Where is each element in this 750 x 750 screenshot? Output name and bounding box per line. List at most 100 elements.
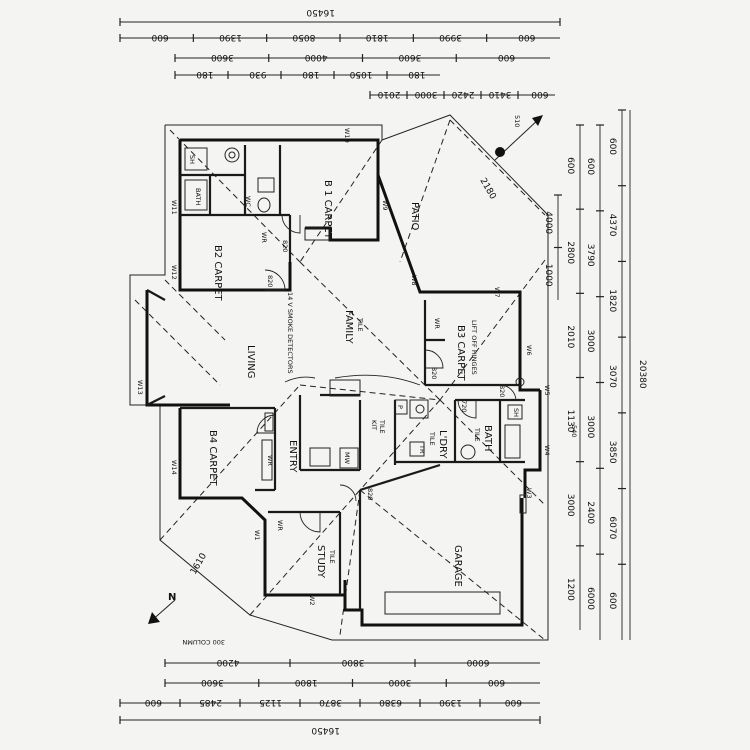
right-dim-outer-5: 6070 <box>607 516 617 539</box>
right-dim-col4-0: 4000 <box>543 211 553 234</box>
top-dim-r4-3: 3410 <box>488 89 511 99</box>
right-dim-inner-0: 600 <box>565 157 575 174</box>
top-dim-r2-1: 4000 <box>304 52 327 62</box>
top-dim-r4-1: 3000 <box>414 89 437 99</box>
right-dim-outer-6: 600 <box>607 592 617 609</box>
room-kit-floor: TILE <box>378 419 386 434</box>
mark-w11: W11 <box>170 200 178 215</box>
room-bath1-label: BATH <box>194 188 202 205</box>
mark-wr-3: WR <box>266 455 274 466</box>
bottom-dim-r3-2: 6000 <box>466 657 489 667</box>
room-kit-label: KIT <box>370 420 378 430</box>
top-dim-r1-3: 1810 <box>365 32 388 42</box>
north-arrow: N <box>148 592 176 624</box>
top-dim-r4-4: 600 <box>531 89 548 99</box>
bottom-dim-r1-1: 2485 <box>199 697 222 707</box>
mark-tr: TR <box>418 444 426 454</box>
column-note: 300 COLUMN <box>182 638 225 646</box>
mark-w10: W10 <box>343 128 351 143</box>
mark-w6: W6 <box>525 345 533 356</box>
right-dim-mid-5: 6000 <box>585 587 595 610</box>
right-dim-inner-1: 2800 <box>565 241 575 264</box>
mark-p: P <box>396 405 404 409</box>
bottom-dim-r2-2: 3000 <box>388 677 411 687</box>
right-dim-mid-0: 600 <box>585 158 595 175</box>
top-dim-r3-2: 180 <box>302 69 319 79</box>
mark-w1: W1 <box>253 530 261 541</box>
room-study-floor: TILE <box>328 549 336 564</box>
right-dim-outer-3: 3070 <box>607 365 617 388</box>
mark-sh-2: SH <box>512 408 520 417</box>
right-dim-inner-3: 1130 <box>565 410 575 433</box>
bottom-dim-r1-4: 6380 <box>379 697 402 707</box>
mark-wr-4: WR <box>276 520 284 531</box>
mark-820-5: 820 <box>366 488 374 500</box>
top-dim-r1-5: 600 <box>518 32 535 42</box>
bottom-dim-r2-1: 1800 <box>294 677 317 687</box>
sign-b: 540 <box>570 425 578 437</box>
top-dim-r2-3: 600 <box>498 52 515 62</box>
north-label: N <box>168 592 176 603</box>
bottom-overall-dim: 16450 <box>311 725 340 735</box>
top-dim-r1-1: 1390 <box>219 32 242 42</box>
right-dim-mid-3: 3000 <box>585 415 595 438</box>
room-study-label: STUDY <box>315 545 326 579</box>
room-ldry-floor: TILE <box>428 431 436 446</box>
right-dim-mid-1: 3790 <box>585 244 595 267</box>
top-dim-r1-0: 600 <box>151 32 168 42</box>
mark-w3: W3 <box>525 488 533 499</box>
right-dim-outer-1: 4370 <box>607 214 617 237</box>
mark-w2: W2 <box>308 595 316 606</box>
bottom-dim-r2-0: 3600 <box>201 677 224 687</box>
mark-w14: W14 <box>170 460 178 475</box>
right-dim-mid-2: 3000 <box>585 330 595 353</box>
room-b1-label: B 1 CARPET <box>322 180 333 240</box>
room-b3-label: B3 CARPET <box>455 325 466 382</box>
bottom-dim-r1-6: 600 <box>505 697 522 707</box>
room-living-label: LIVING <box>245 345 256 379</box>
room-wc-label: WC <box>244 196 252 207</box>
mark-sh-1: SH <box>188 155 196 164</box>
top-dim-r1-4: 3990 <box>439 32 462 42</box>
mark-w7: W7 <box>493 287 501 298</box>
mark-720: 720 <box>460 400 468 412</box>
top-dim-r3-3: 1050 <box>349 69 372 79</box>
mark-820-1: 820 <box>281 240 289 252</box>
room-b4-label: B4 CARPET <box>207 430 218 487</box>
smoke-detector-note: 14 V SMOKE DETECTORS <box>286 292 294 374</box>
sign-a: 510 <box>513 115 521 127</box>
mark-w4: W4 <box>543 445 551 456</box>
mark-mw: MW <box>343 452 351 465</box>
room-patio-label: PATIO <box>409 202 420 231</box>
mark-w8: W8 <box>410 275 418 286</box>
room-b2-label: B2 CARPET <box>212 245 223 302</box>
mark-w5: W5 <box>543 385 551 396</box>
compass-mark <box>494 115 543 161</box>
bottom-dim-r1-2: 1125 <box>259 697 282 707</box>
right-overall-dim: 20380 <box>637 360 647 389</box>
room-b3-note: LIFT OFF HINGES <box>470 320 478 375</box>
mark-w12: W12 <box>170 265 178 280</box>
mark-w13: W13 <box>136 380 144 395</box>
top-dim-r4-0: 2010 <box>377 89 400 99</box>
bottom-dim-r1-3: 3870 <box>319 697 342 707</box>
bottom-dim-r1-5: 1390 <box>439 697 462 707</box>
mark-820-4: 820 <box>498 385 506 397</box>
room-family-floor: TILE <box>356 317 364 332</box>
fixtures <box>184 147 527 514</box>
mark-wr-1: WR <box>260 232 268 243</box>
mark-wr-2: WR <box>433 318 441 329</box>
room-family-label: FAMILY <box>343 310 354 344</box>
room-ldry-label: L'DRY <box>437 430 448 459</box>
right-dim-outer-4: 3850 <box>607 441 617 464</box>
mark-w9: W9 <box>381 200 389 211</box>
top-dim-r2-2: 3600 <box>398 52 421 62</box>
room-garage-label: GARAGE <box>452 545 463 587</box>
room-entry-label: ENTRY <box>287 440 298 473</box>
right-dim-outer-0: 600 <box>607 138 617 155</box>
corner-dim-bottom: 1610 <box>189 551 209 576</box>
top-dim-r3-1: 930 <box>249 69 266 79</box>
